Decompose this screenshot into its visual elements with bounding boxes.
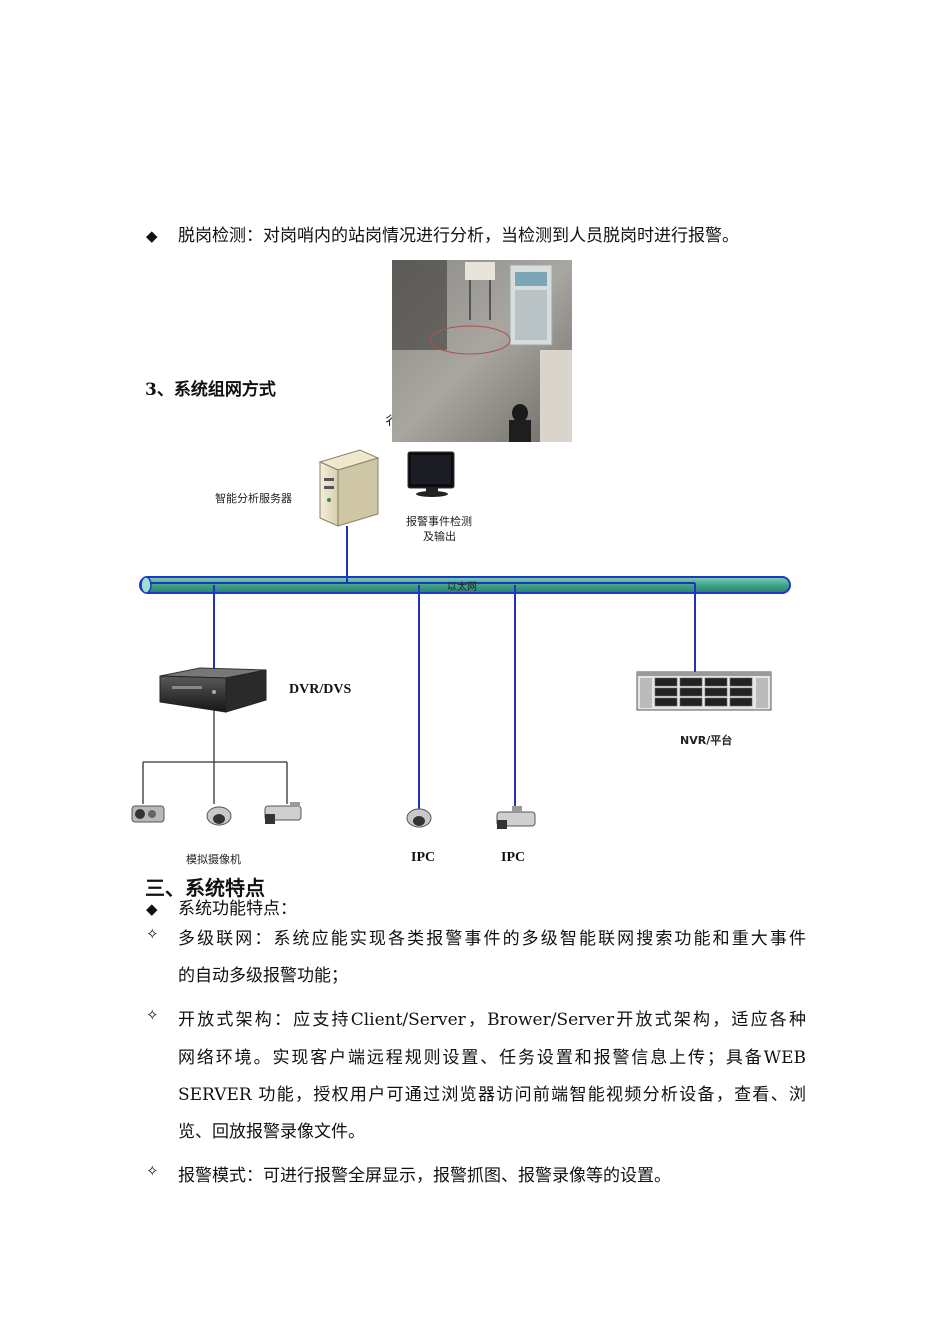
nvr-drive-bay [679,697,703,707]
ipc-camera-1-icon [406,808,432,828]
dvr-label: DVR/DVS [289,682,352,697]
features-bullet-icon: ◆ [146,900,158,918]
monitor-label-line1: 报警事件检测 [406,515,472,528]
nvr-label: NVR/平台 [680,734,733,747]
analog-camera-label: 模拟摄像机 [186,853,241,866]
nvr-drive-bay [704,687,728,697]
feature-3-line-1: 报警模式：可进行报警全屏显示，报警抓图、报警录像等的设置。 [178,1166,671,1186]
feature-2-bullet-icon: ✧ [146,1006,159,1024]
feature-1-bullet-icon: ✧ [146,925,159,943]
link-lines [150,526,696,810]
feature-2-line-1: 开放式架构：应支持Client/Server，Brower/Server开放式架… [178,1010,806,1030]
monitor-icon [407,451,455,497]
analog-camera-1-icon [131,805,165,823]
nvr-drive-bay [704,697,728,707]
ethernet-bus [139,576,791,594]
photo-fragment-text: 彳 [383,414,397,429]
surveillance-photo [392,260,572,442]
nvr-drive-bay [654,687,678,697]
analog-tree-lines [142,710,288,804]
analog-camera-3-icon [264,802,302,824]
nvr-drive-bay [704,677,728,687]
section-three-heading: 三、系统特点 [145,876,265,900]
feature-2-line-3: SERVER 功能，授权用户可通过浏览器访问前端智能视频分析设备，查看、浏 [178,1085,806,1105]
nvr-drive-bay [679,687,703,697]
server-label: 智能分析服务器 [215,492,292,505]
ipc-2-label: IPC [501,850,526,865]
feature-1-line-2: 的自动多级报警功能； [178,966,348,986]
nvr-drive-bay [729,677,753,687]
nvr-drive-bays [654,677,753,707]
intro-bullet-icon: ◆ [146,227,158,245]
analog-camera-2-icon [206,806,232,826]
monitor-label-line2: 及输出 [423,530,456,543]
nvr-drive-bay [729,687,753,697]
nvr-drive-bay [654,677,678,687]
nvr-drive-bay [654,697,678,707]
section-3-heading: 3、系统组网方式 [145,380,276,400]
ipc-1-label: IPC [411,850,436,865]
dvr-icon [159,667,267,713]
feature-3-bullet-icon: ✧ [146,1162,159,1180]
nvr-drive-bay [729,697,753,707]
server-icon [318,449,380,527]
features-main-text: 系统功能特点： [178,899,297,919]
intro-text: 脱岗检测：对岗哨内的站岗情况进行分析，当检测到人员脱岗时进行报警。 [178,226,739,246]
feature-2-line-4: 览、回放报警录像文件。 [178,1122,365,1142]
feature-2-line-2: 网络环境。实现客户端远程规则设置、任务设置和报警信息上传；具备WEB [178,1048,806,1068]
ipc-camera-2-icon [496,806,536,829]
network-label: 以太网 [447,582,477,593]
feature-1-line-1: 多级联网：系统应能实现各类报警事件的多级智能联网搜索功能和重大事件 [178,929,806,949]
nvr-drive-bay [679,677,703,687]
